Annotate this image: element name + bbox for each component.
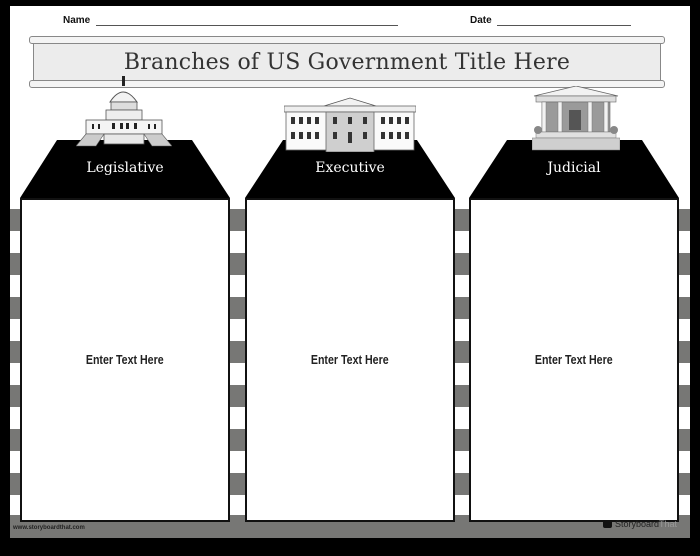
column-legislative: Legislative Enter Text Here [20, 140, 230, 522]
date-field[interactable] [497, 25, 631, 26]
header-block: Legislative [20, 140, 230, 198]
speech-bubble-icon [603, 520, 612, 528]
text-box[interactable]: Enter Text Here [245, 198, 455, 522]
white-house-icon [284, 97, 416, 152]
branch-label[interactable]: Executive [315, 160, 385, 176]
branch-label[interactable]: Judicial [547, 160, 601, 176]
box-placeholder-text[interactable]: Enter Text Here [535, 353, 613, 367]
header-block: Executive [245, 140, 455, 198]
logo-secondary-text: That [659, 519, 678, 529]
frame-left [6, 6, 10, 538]
name-field[interactable] [96, 25, 398, 26]
column-judicial: Judicial Enter Text Here [469, 140, 679, 522]
logo-primary-text: Storyboard [615, 519, 660, 529]
frame-right [690, 6, 694, 538]
title-banner: Branches of US Government Title Here [33, 44, 661, 80]
page-title[interactable]: Branches of US Government Title Here [123, 49, 571, 75]
banner-bottom-rail [29, 80, 665, 88]
name-label: Name [63, 15, 91, 26]
banner-top-rail [29, 36, 665, 44]
box-placeholder-text[interactable]: Enter Text Here [86, 353, 164, 367]
capitol-building-icon [76, 76, 172, 147]
worksheet-page: Name Date Branches of US Government Titl… [6, 6, 694, 538]
box-placeholder-text[interactable]: Enter Text Here [311, 353, 389, 367]
column-executive: Executive Enter Text Here [245, 140, 455, 522]
header-block: Judicial [469, 140, 679, 198]
date-label: Date [470, 15, 492, 26]
supreme-court-icon [532, 86, 620, 151]
branch-label[interactable]: Legislative [86, 160, 164, 176]
text-box[interactable]: Enter Text Here [20, 198, 230, 522]
footer-url[interactable]: www.storyboardthat.com [13, 525, 85, 531]
text-box[interactable]: Enter Text Here [469, 198, 679, 522]
